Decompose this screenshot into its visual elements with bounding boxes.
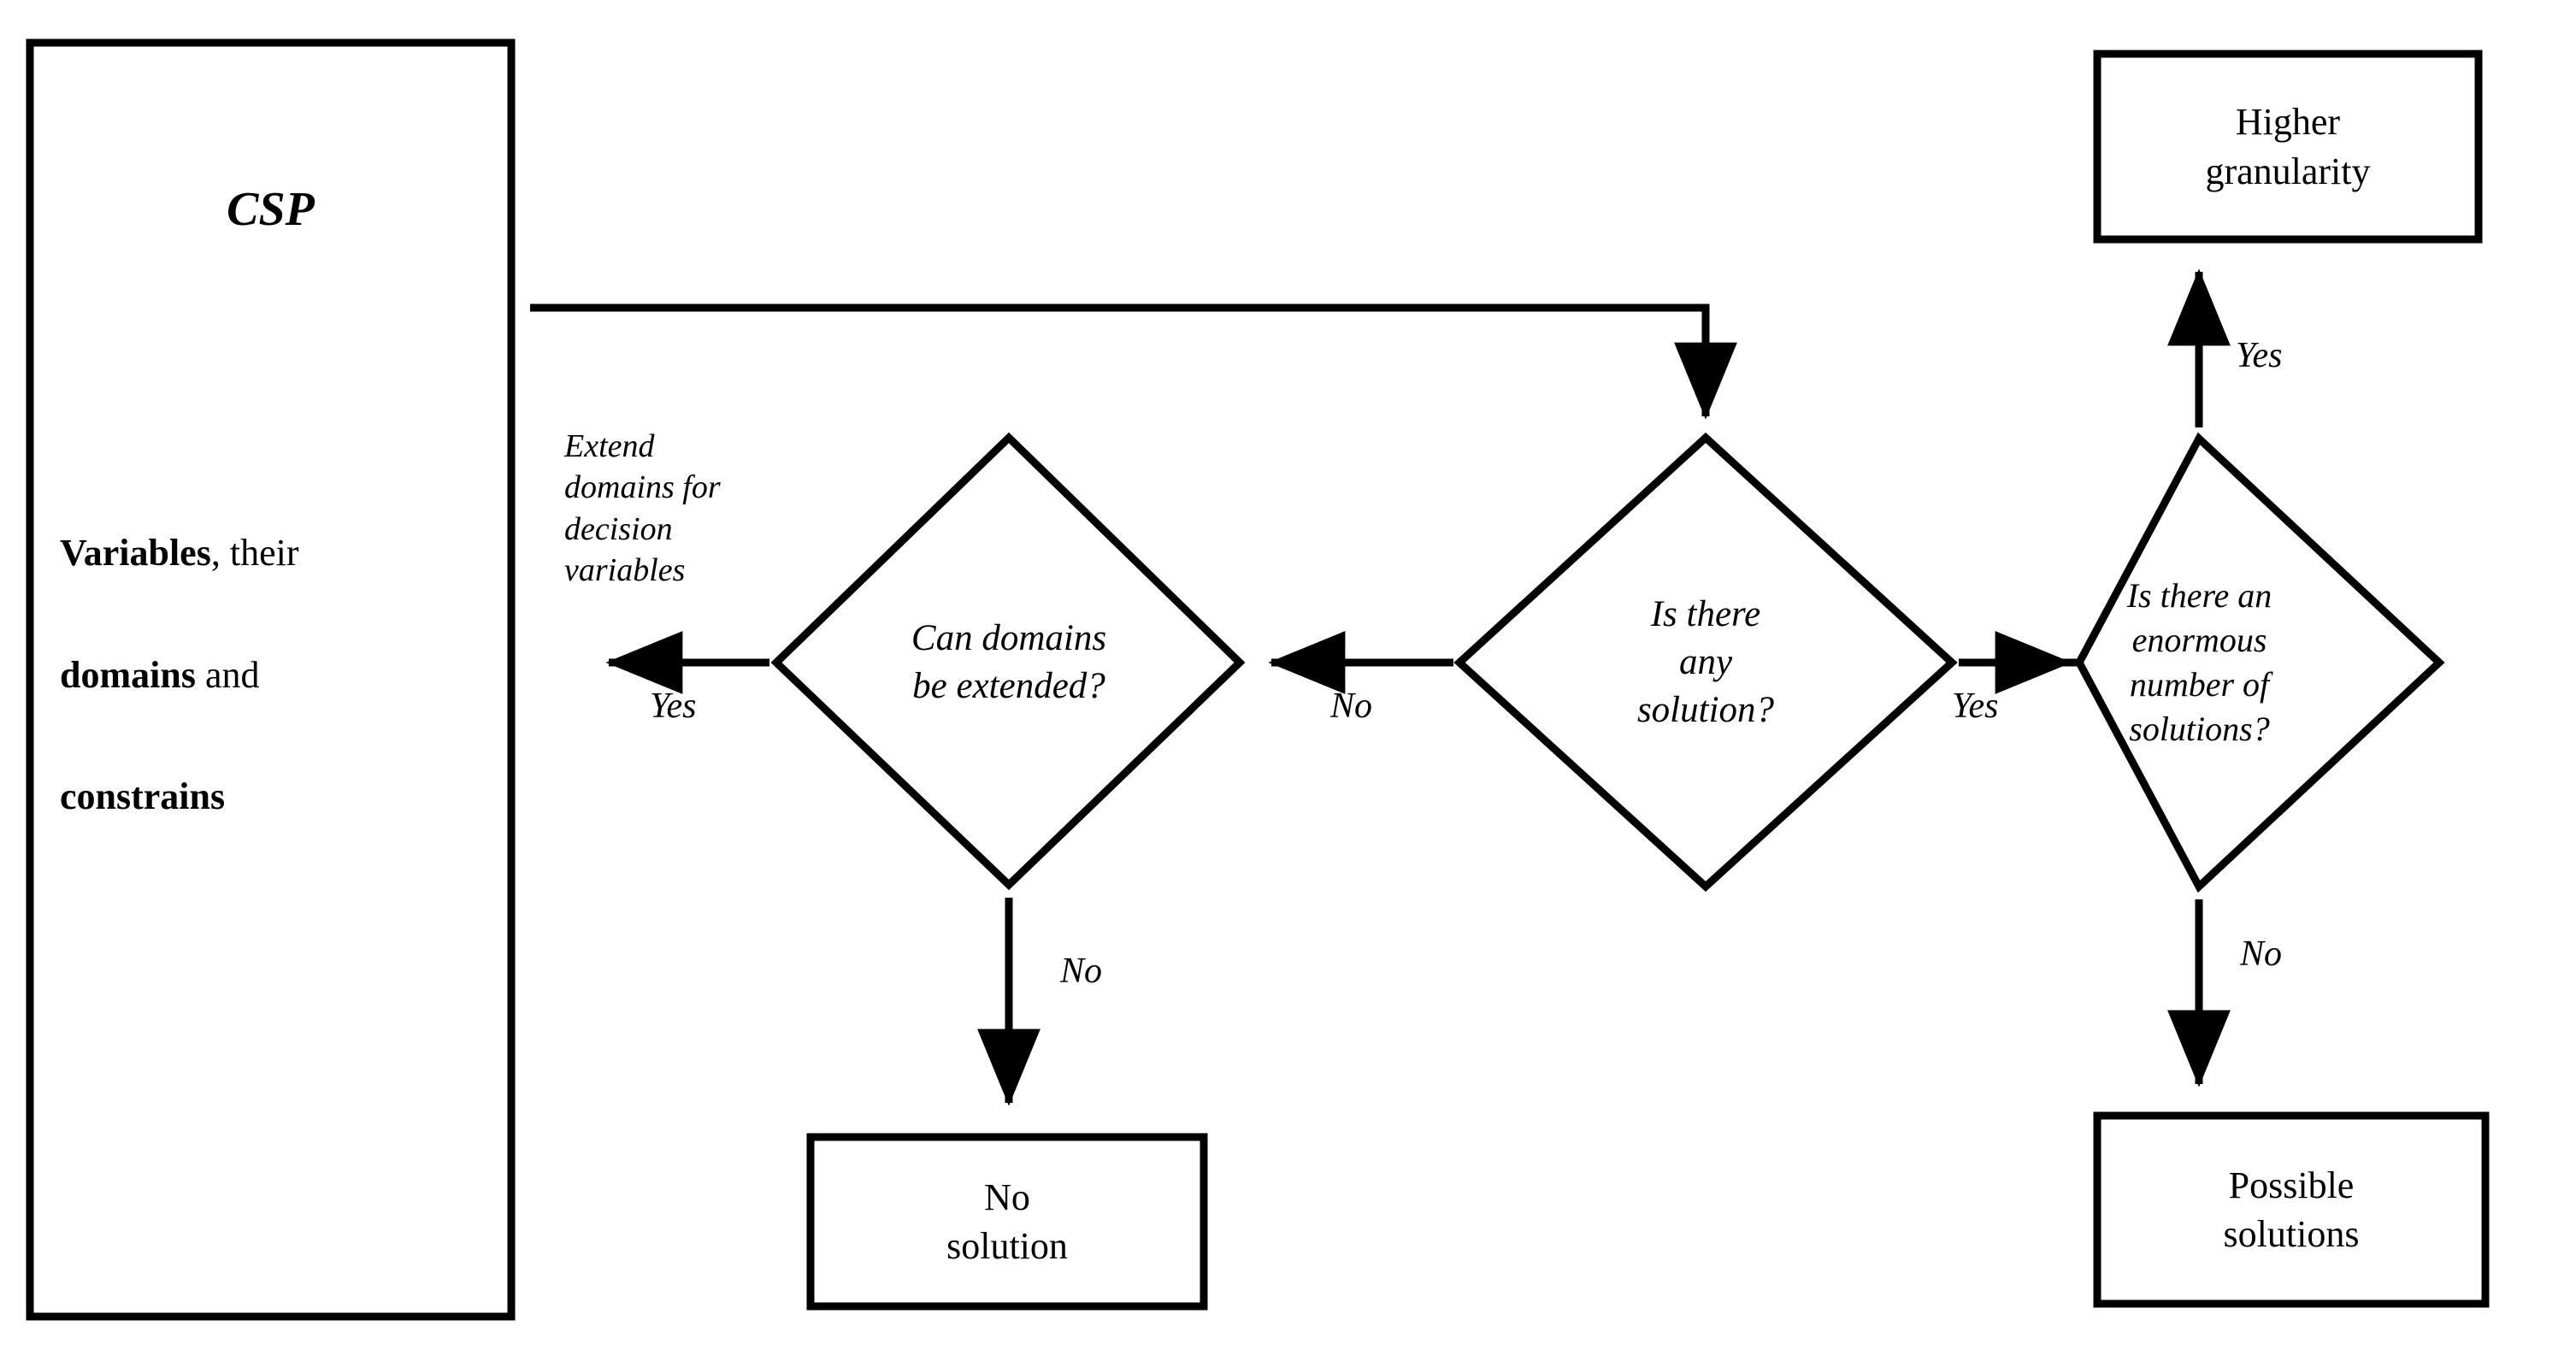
possible-solutions-label: Possible solutions <box>2223 1164 2360 1255</box>
csp-body-line-1-rest: , their <box>210 532 299 574</box>
no-solution-label: No solution <box>946 1176 1068 1267</box>
csp-body-variables: Variables <box>60 532 211 574</box>
csp-body-constrains: constrains <box>60 775 226 818</box>
csp-body-line-3: constrains <box>60 766 462 827</box>
decision-is-there-enormous-number-of-solutions[interactable] <box>1959 432 2445 893</box>
decision-is-there-any-solution[interactable] <box>1453 432 1958 893</box>
edge-label-can-extend-no: No <box>1060 952 1103 991</box>
edge-label-any-solution-no: No <box>1330 686 1373 726</box>
edge-label-any-solution-yes: Yes <box>1952 686 1999 726</box>
csp-body-line-1: Variables, their <box>60 522 462 583</box>
edge-label-enormous-yes: Yes <box>2236 336 2283 375</box>
decision-is-there-enormous-number-of-solutions-label: Is there an enormous number of solutions… <box>2126 576 2272 748</box>
decision-can-domains-be-extended-label: Can domains be extended? <box>911 618 1107 706</box>
decision-is-there-any-solution-label: Is there any solution? <box>1636 594 1775 730</box>
csp-body-domains: domains <box>60 653 196 696</box>
no-solution-box[interactable] <box>806 1133 1208 1311</box>
higher-granularity-box[interactable] <box>2093 50 2483 244</box>
edge-csp-to-any-solution[interactable] <box>530 303 1737 420</box>
csp-panel-body: Variables, their domains and constrains <box>60 462 462 817</box>
extend-domains-annotation: Extend domains for decision variables <box>564 428 721 588</box>
edge-label-enormous-no: No <box>2240 934 2283 974</box>
higher-granularity-label: Higher granularity <box>2205 101 2371 192</box>
csp-panel-title: CSP <box>227 182 315 236</box>
possible-solutions-box[interactable] <box>2093 1111 2490 1308</box>
edge-label-can-extend-yes: Yes <box>650 686 697 726</box>
decision-can-domains-be-extended[interactable] <box>770 432 1246 891</box>
csp-panel-box[interactable] <box>26 38 516 1321</box>
csp-body-line-2: domains and <box>60 645 462 705</box>
csp-body-line-2-rest: and <box>195 653 260 696</box>
